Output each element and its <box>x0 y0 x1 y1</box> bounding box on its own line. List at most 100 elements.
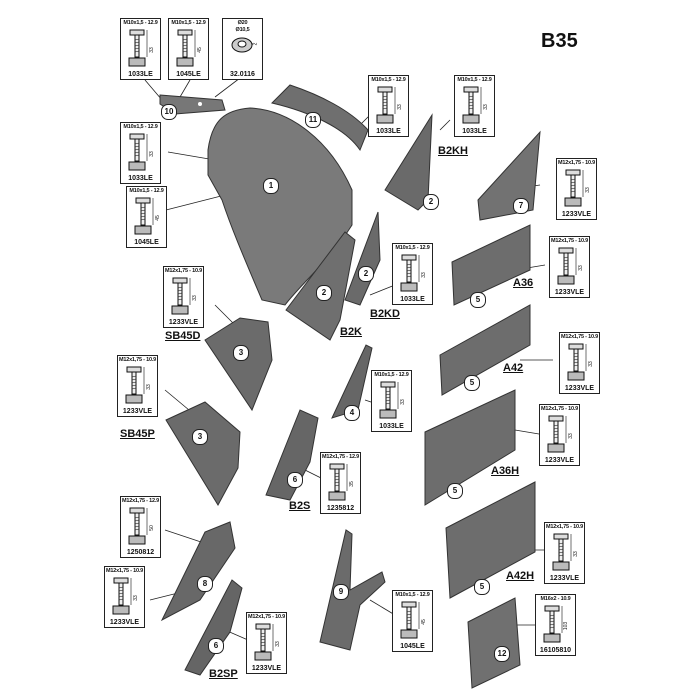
part-2-b2kd <box>344 211 381 306</box>
bolt-code: 1045LE <box>134 239 159 246</box>
bolt-spec: M12x1,75 - 10.9 <box>550 238 589 244</box>
bolt-card: M10x1,5 - 12.9 33 1033LE <box>392 243 433 305</box>
part-3-sb45d <box>204 317 273 412</box>
washer-inner: Ø10,5 <box>235 27 250 33</box>
label-b2k: B2K <box>340 326 363 338</box>
bolt-icon <box>128 507 148 545</box>
part-1-moldboard <box>207 107 353 306</box>
bolt-spec: M16x2 - 10.9 <box>540 596 571 602</box>
part-6-b2s <box>265 409 319 501</box>
bolt-icon <box>379 381 399 419</box>
part-number-1: 1 <box>263 178 279 194</box>
part-number-3-sb45p: 3 <box>192 429 208 445</box>
bolt-length: 45 <box>155 215 162 221</box>
part-number-5-a42h: 5 <box>474 579 490 595</box>
bolt-spec: M12x1,75 - 10.9 <box>247 614 286 620</box>
label-a42: A42 <box>503 362 524 374</box>
part-number-5-a36h: 5 <box>447 483 463 499</box>
bolt-spec: M10x1,5 - 12.9 <box>123 124 158 130</box>
label-a36h: A36H <box>491 465 520 477</box>
bolt-spec: M12x1,75 - 10.9 <box>118 357 157 363</box>
bolt-length: 35 <box>349 481 356 487</box>
part-number-6-b2s: 6 <box>287 472 303 488</box>
bolt-spec: M12x1,75 - 12.9 <box>321 454 360 460</box>
label-b2kh: B2KH <box>438 145 468 157</box>
bolt-length: 33 <box>585 187 592 193</box>
bolt-icon <box>376 86 396 124</box>
part-number-11: 11 <box>305 112 321 128</box>
bolt-spec: M12x1,75 - 10.9 <box>105 568 144 574</box>
part-8-share <box>160 521 236 622</box>
bolt-length: 45 <box>421 619 428 625</box>
bolt-length: 33 <box>133 595 140 601</box>
label-sb45p: SB45P <box>120 428 155 440</box>
bolt-code: 1250812 <box>126 549 155 556</box>
bolt-code: 1233VLE <box>251 665 282 672</box>
bolt-spec: M10x1,5 - 12.9 <box>371 77 406 83</box>
bolt-code: 16105810 <box>539 647 572 654</box>
part-number-5-a42: 5 <box>464 375 480 391</box>
bolt-length: 33 <box>588 361 595 367</box>
bolt-icon <box>400 254 420 292</box>
bolt-length: 33 <box>483 104 490 110</box>
bolt-icon <box>125 366 145 404</box>
bolt-icon <box>543 605 563 643</box>
label-b2s: B2S <box>289 500 311 512</box>
bolt-icon <box>557 247 577 285</box>
bolt-code: 1233VLE <box>109 619 140 626</box>
bolt-code: 1033LE <box>376 128 401 135</box>
bolt-length: 33 <box>400 399 407 405</box>
bolt-spec: M12x1,75 - 12.9 <box>121 498 160 504</box>
washer-icon <box>231 37 253 53</box>
bolt-icon <box>462 86 482 124</box>
bolt-length: 33 <box>573 551 580 557</box>
bolt-spec: M10x1,5 - 12.9 <box>457 77 492 83</box>
bolt-icon <box>254 623 274 661</box>
bolt-code: 1233VLE <box>549 575 580 582</box>
bolt-length: 103 <box>562 621 569 631</box>
part-6-b2sp <box>184 579 243 676</box>
bolt-spec: M12x1,75 - 10.9 <box>540 406 579 412</box>
part-number-8: 8 <box>197 576 213 592</box>
bolt-spec: M12x1,75 - 10.9 <box>557 160 596 166</box>
label-sb45d: SB45D <box>165 330 201 342</box>
label-b2kd: B2KD <box>370 308 400 320</box>
bolt-spec: M10x1,5 - 12.9 <box>395 245 430 251</box>
bolt-length: 33 <box>568 433 575 439</box>
part-number-2-b2kd: 2 <box>358 266 374 282</box>
bolt-card: M10x1,5 - 12.9 33 1033LE <box>120 122 161 184</box>
label-b2sp: B2SP <box>209 668 238 680</box>
bolt-length: 33 <box>421 272 428 278</box>
bolt-card: M16x2 - 10.9 103 16105810 <box>535 594 576 656</box>
diagram-title: B35 <box>541 30 578 52</box>
part-number-3-sb45d: 3 <box>233 345 249 361</box>
bolt-icon <box>547 415 567 453</box>
bolt-length: 33 <box>146 384 153 390</box>
part-number-9: 9 <box>333 584 349 600</box>
bolt-spec: M12x1,75 - 10.9 <box>164 268 203 274</box>
bolt-spec: M10x1,5 - 12.9 <box>171 20 206 26</box>
label-a42h: A42H <box>506 570 535 582</box>
part-12-plate <box>467 597 521 689</box>
bolt-code: 1033LE <box>462 128 487 135</box>
bolt-length: 33 <box>149 151 156 157</box>
bolt-length: 33 <box>149 47 156 53</box>
bolt-code: 1033LE <box>128 175 153 182</box>
bolt-spec: M12x1,75 - 10.9 <box>560 334 599 340</box>
bolt-icon <box>176 29 196 67</box>
bolt-code: 1033LE <box>400 296 425 303</box>
bolt-code: 1233VLE <box>122 408 153 415</box>
part-number-2-b2kh: 2 <box>423 194 439 210</box>
bolt-spec: M12x1,75 - 10.9 <box>545 524 584 530</box>
